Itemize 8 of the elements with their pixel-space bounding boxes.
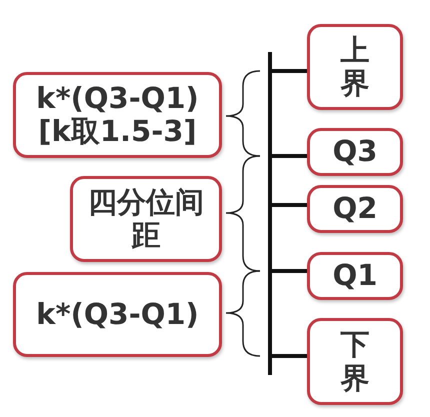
formula-box: k*(Q3-Q1) — [13, 272, 222, 357]
quartile-box: Q3 — [307, 128, 403, 176]
quartile-box: Q2 — [307, 185, 403, 233]
bound-box: 下界 — [307, 318, 403, 405]
label-box: 四分位间距 — [70, 176, 222, 262]
quartile-box: Q1 — [307, 252, 403, 300]
bound-box: 上界 — [307, 24, 403, 110]
formula-box: k*(Q3-Q1) [k取1.5-3] — [13, 72, 222, 158]
